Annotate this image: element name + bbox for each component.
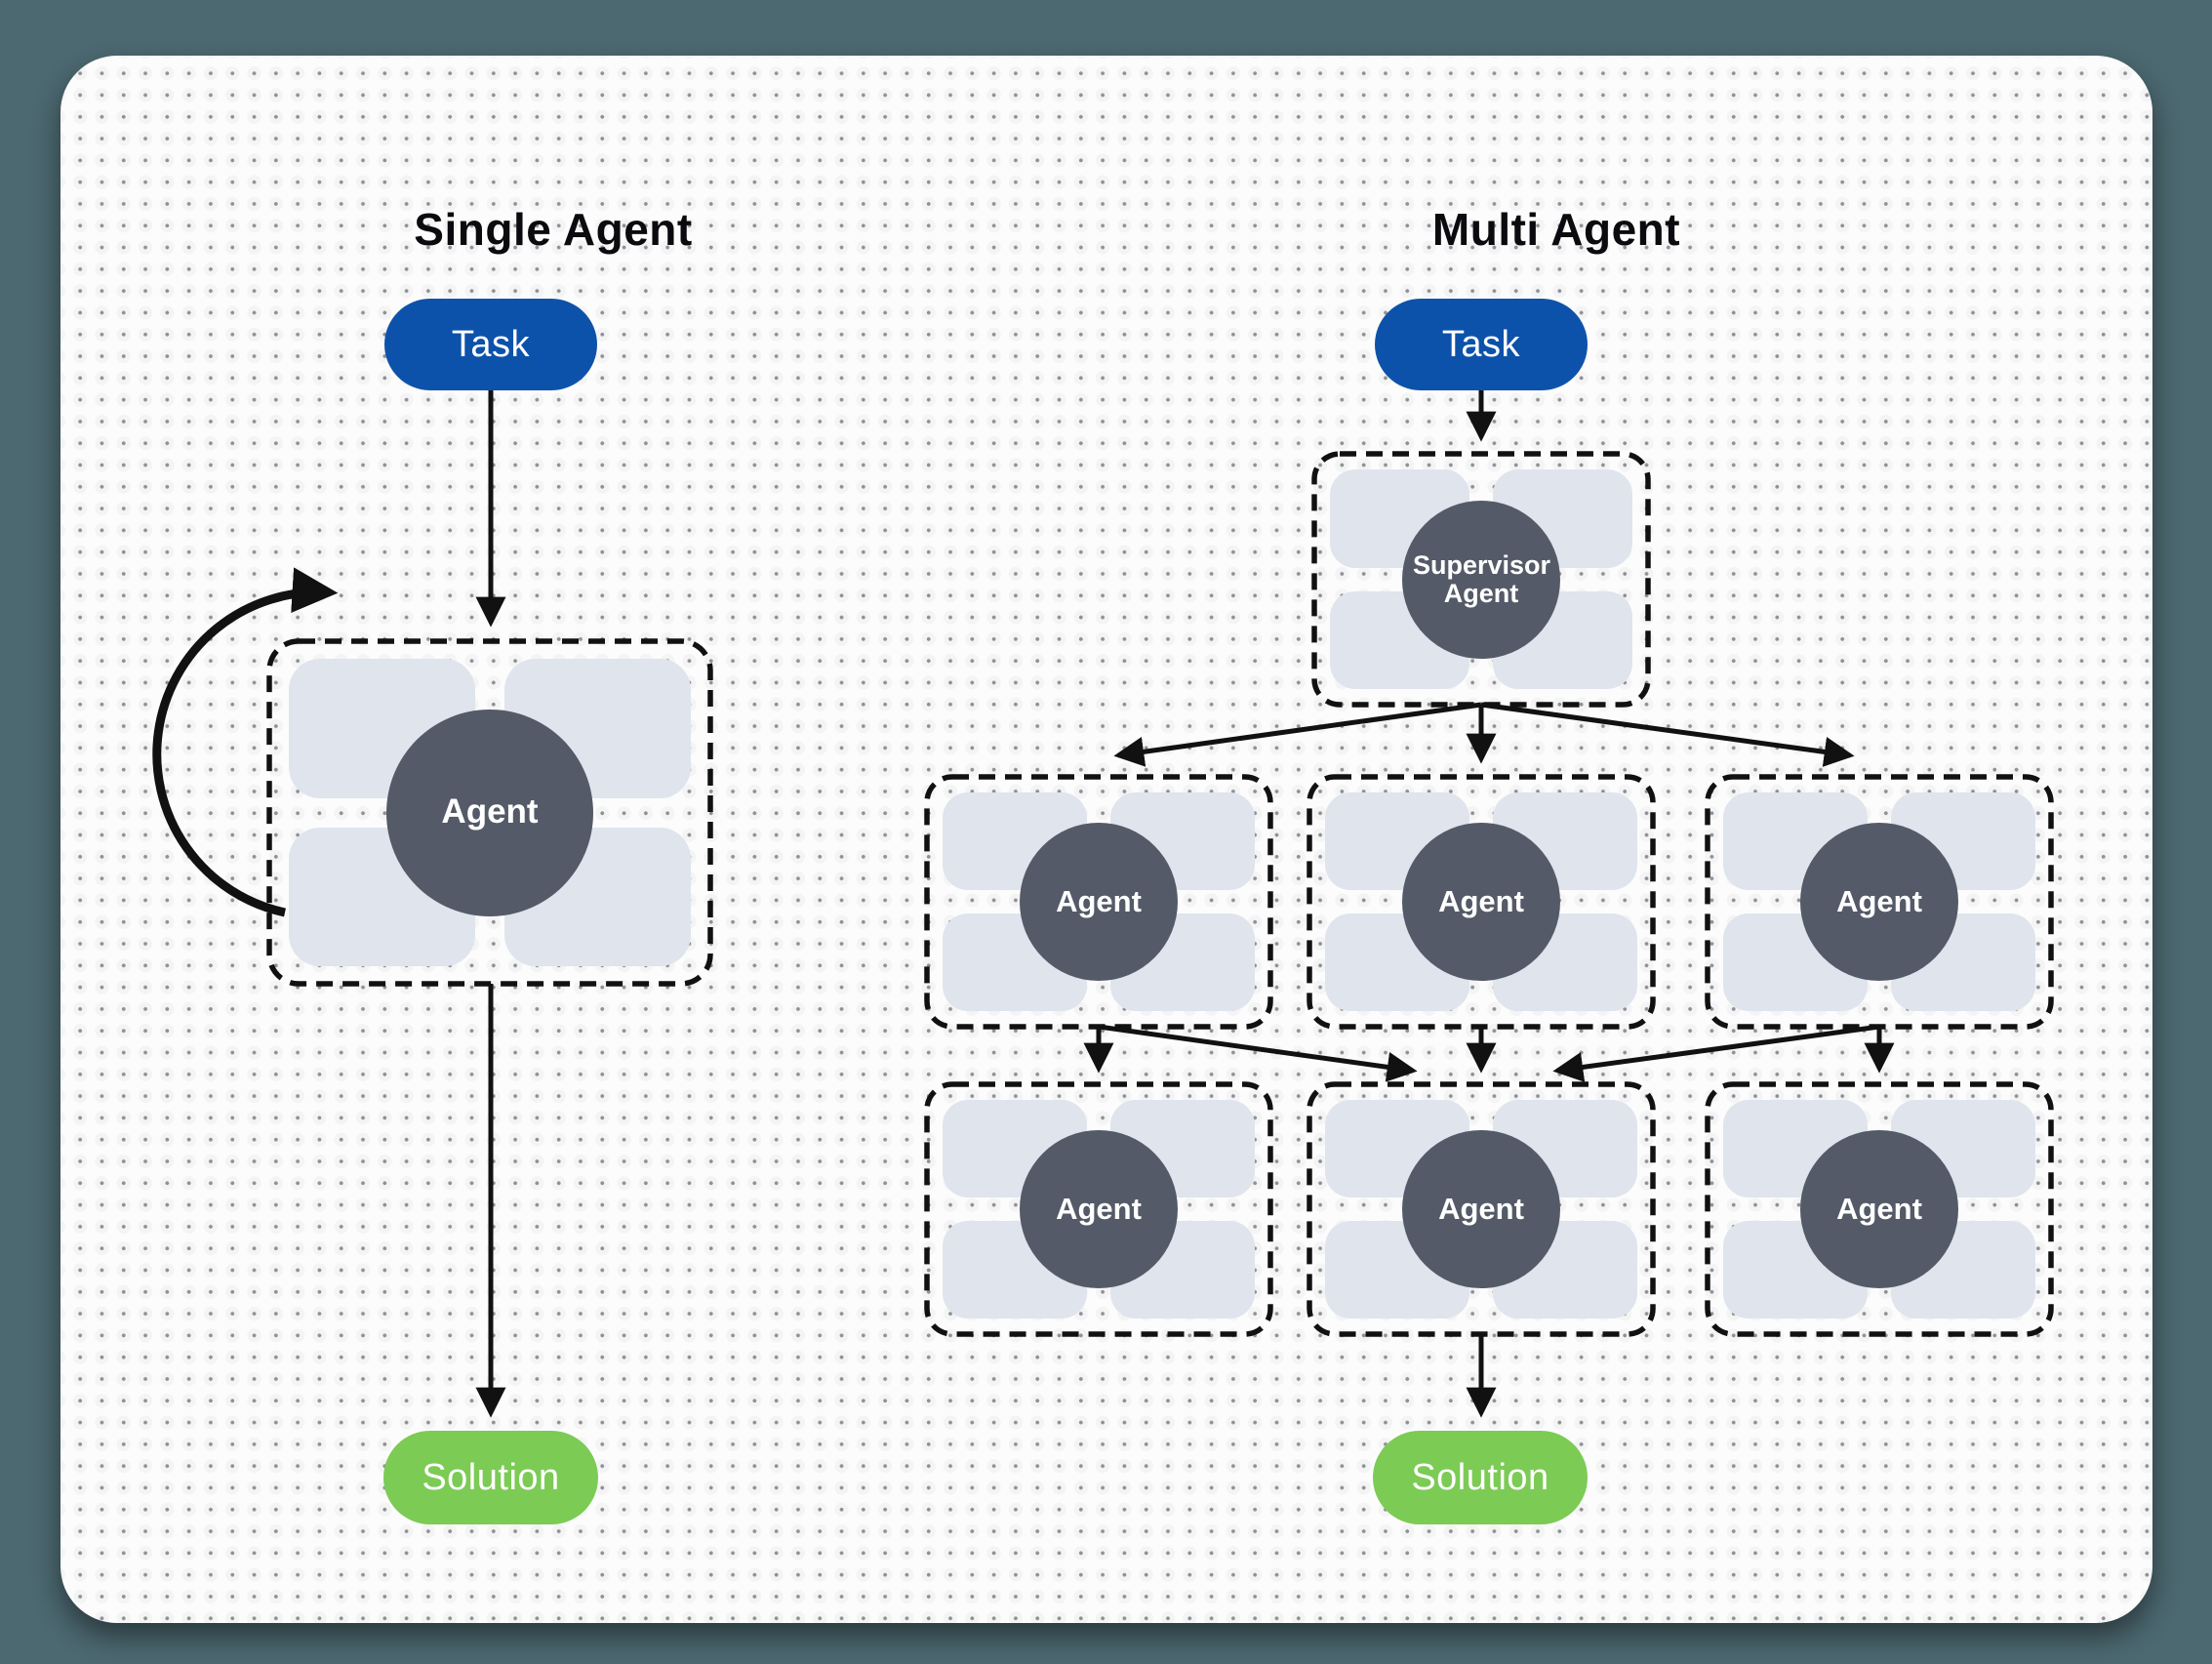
supervisor-agent-label: Supervisor Agent <box>1413 550 1551 608</box>
single-agent-box: Agent <box>269 641 710 984</box>
worker-agent-box-6: Agent <box>1708 1084 2051 1334</box>
single-agent-circle: Agent <box>386 709 593 916</box>
multi-solution-label: Solution <box>1411 1456 1549 1498</box>
worker-agent-circle-4: Agent <box>1020 1130 1178 1288</box>
worker-agent-box-4: Agent <box>927 1084 1270 1334</box>
worker-agent-box-5: Agent <box>1309 1084 1653 1334</box>
worker-agent-label: Agent <box>1438 1191 1524 1226</box>
multi-task-node: Task <box>1375 299 1588 390</box>
single-agent-title: Single Agent <box>414 204 693 255</box>
single-solution-label: Solution <box>422 1456 560 1498</box>
single-solution-node: Solution <box>383 1431 598 1524</box>
supervisor-agent-box: Supervisor Agent <box>1314 454 1648 705</box>
single-agent-label: Agent <box>441 792 539 832</box>
worker-agent-label: Agent <box>1438 883 1524 918</box>
supervisor-agent-circle: Supervisor Agent <box>1402 500 1560 659</box>
worker-agent-circle-3: Agent <box>1800 823 1958 981</box>
worker-agent-circle-2: Agent <box>1402 823 1560 981</box>
worker-agent-label: Agent <box>1836 883 1922 918</box>
multi-solution-node: Solution <box>1373 1431 1588 1524</box>
worker-agent-circle-1: Agent <box>1020 823 1178 981</box>
multi-task-label: Task <box>1441 323 1521 365</box>
diagram-card: Single Agent Multi Agent Task Agent Solu… <box>60 56 2152 1623</box>
worker-agent-label: Agent <box>1836 1191 1922 1226</box>
worker-agent-circle-5: Agent <box>1402 1130 1560 1288</box>
worker-agent-circle-6: Agent <box>1800 1130 1958 1288</box>
multi-agent-title: Multi Agent <box>1431 204 1681 255</box>
single-task-node: Task <box>384 299 597 390</box>
worker-agent-label: Agent <box>1056 883 1142 918</box>
worker-agent-label: Agent <box>1056 1191 1142 1226</box>
worker-agent-box-1: Agent <box>927 777 1270 1027</box>
worker-agent-box-3: Agent <box>1708 777 2051 1027</box>
single-task-label: Task <box>451 323 531 365</box>
worker-agent-box-2: Agent <box>1309 777 1653 1027</box>
